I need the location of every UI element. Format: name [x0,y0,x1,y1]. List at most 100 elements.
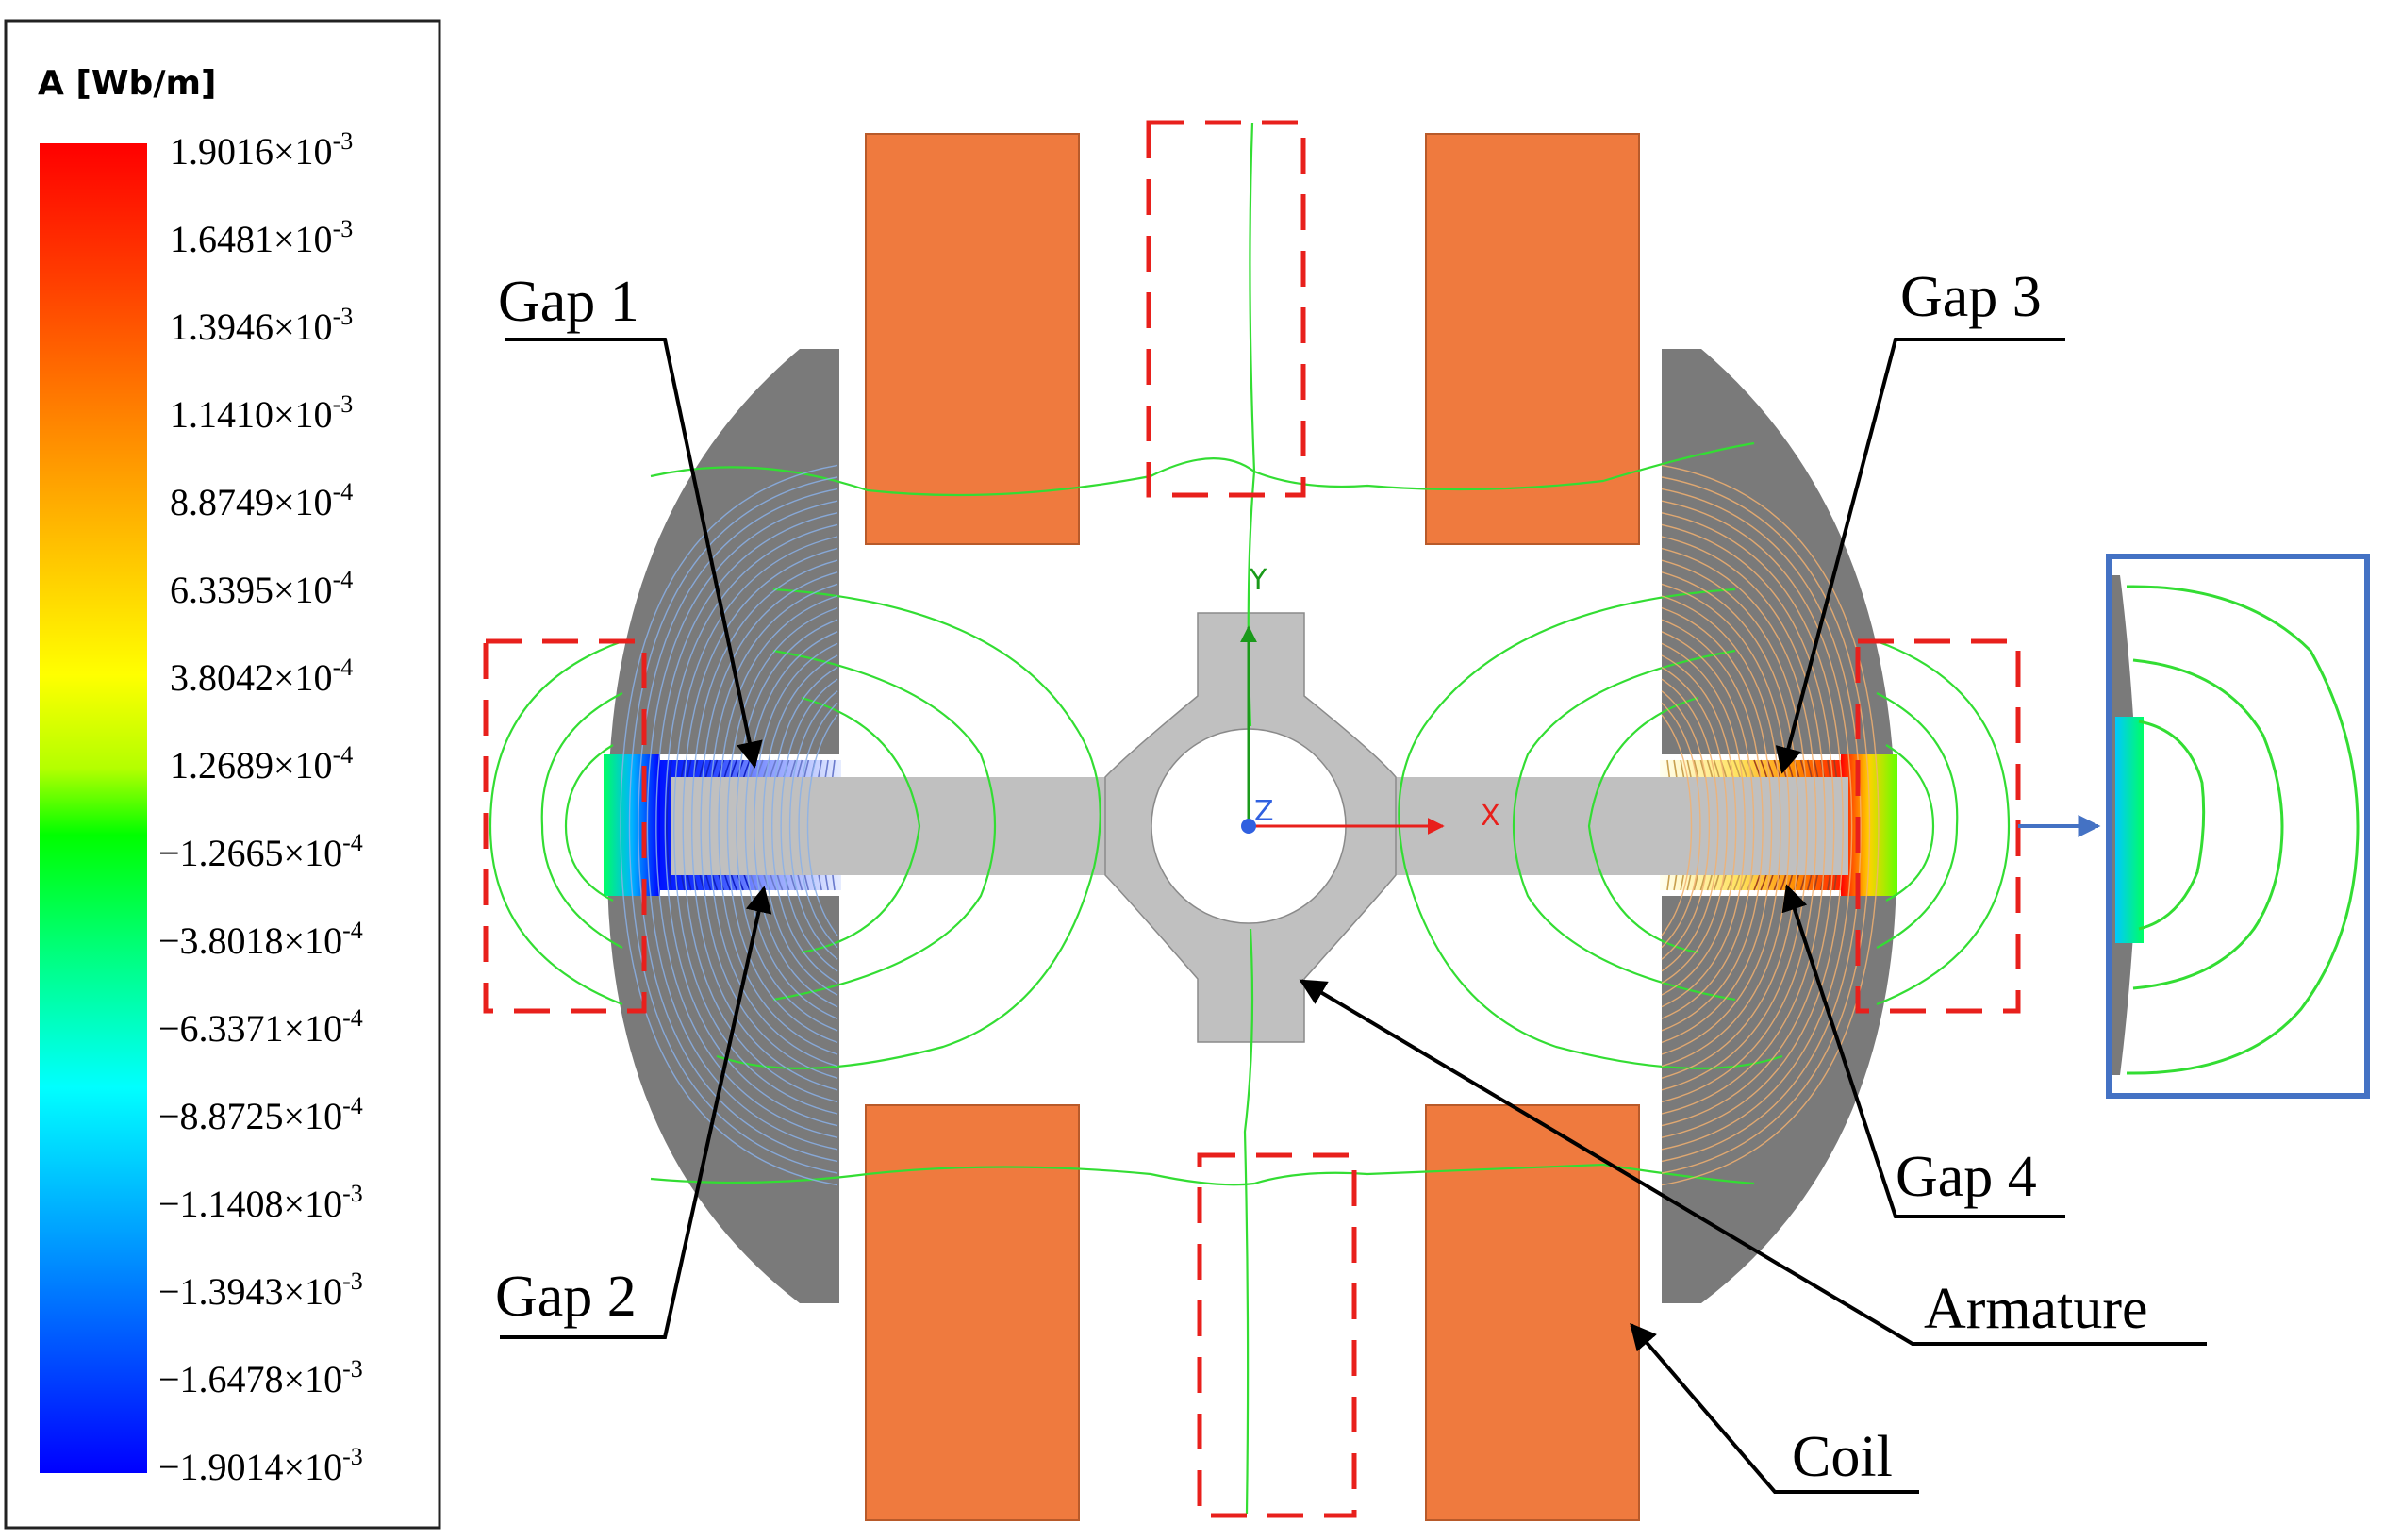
dashed-box-top [1146,120,1306,498]
stator-contour-line [770,666,838,985]
contour-left-lobe-1 [716,588,1101,1069]
contour-left-lobe-2 [772,649,997,1002]
callout-line-gap4 [1781,884,2065,1218]
stator-right-contours [1661,464,1880,1186]
contour-left-lobe-3 [801,696,921,954]
stator-contour-line [1661,488,1862,1163]
legend-tick-label: 1.3946×10-3 [170,303,353,348]
label-coil: Coil [1792,1425,1893,1489]
legend-tick-label: −1.9014×10-3 [158,1443,363,1488]
stator-contour-line [628,476,838,1174]
stator-contour-line [708,583,838,1068]
legend-tick-label: 1.1410×10-3 [170,390,353,436]
armature [671,612,1848,1043]
stator-contour-line [726,606,838,1044]
contour-right-outer-1 [1876,639,2011,1006]
legend-tick-label: −1.1408×10-3 [158,1180,363,1225]
contour-right-outer-3 [1885,744,1935,902]
y-axis-label: Y [1249,564,1267,597]
legend-tick-label: 1.2689×10-4 [170,741,353,787]
stator-contour-line [798,702,838,949]
legend-tick-label: 3.8042×10-4 [170,654,353,699]
stator-contour-line [754,642,838,1008]
z-axis-origin [1241,819,1256,834]
zoom-contour-1 [2126,585,2360,1075]
legend-title: A [Wb/m] [38,64,216,103]
stator-contour-line [1661,547,1817,1103]
legend-tick-label: −8.8725×10-4 [158,1092,363,1137]
zoom-field-strip [2115,717,2144,943]
label-gap2: Gap 2 [495,1265,637,1329]
contour-left-outer-2 [540,692,623,949]
label-gap4: Gap 4 [1896,1145,2037,1209]
stator-contour-line [655,512,838,1138]
stator-contour-line [1661,678,1719,972]
zoom-frame [2106,554,2370,1099]
dashed-box-bottom [1197,1152,1357,1518]
stator-contour-line [1661,702,1701,949]
stator-contour-line [1661,654,1737,996]
coil-bottom-left [865,1104,1080,1521]
x-axis-label: X [1481,800,1500,833]
stator-contour-line [1661,500,1853,1151]
armature-arm-left [671,777,1105,875]
legend: A [Wb/m] 1.9016×10-31.6481×10-31.3946×10… [4,19,441,1530]
stator-left-contours [620,464,838,1186]
stator-contour-line [620,464,838,1186]
contour-left-outer-3 [564,744,614,902]
gap-contour-line [666,759,672,891]
stator-contour-line [1661,666,1729,985]
stator-contour-line [1661,690,1711,960]
stator-contour-line [1661,571,1799,1079]
stator-contour-line [638,488,838,1163]
stator-contour-line [1661,595,1781,1055]
legend-tick-label: −3.8018×10-4 [158,917,363,962]
stator-contour-line [682,547,838,1103]
contour-top-cross [650,441,1755,497]
legend-tick-label: −1.6478×10-3 [158,1355,363,1400]
stator-contour-line [1661,714,1693,936]
stator-contour-line [718,595,838,1055]
stator-contour-line [788,690,838,960]
coil-top-right [1425,133,1640,545]
contour-right-lobe-3 [1587,696,1698,954]
stator-contour-line [673,536,838,1115]
legend-tick-label: −1.3943×10-3 [158,1267,363,1313]
stator-contour-line [736,619,838,1032]
legend-tick-label: 6.3395×10-4 [170,566,353,611]
legend-tick-label: 1.6481×10-3 [170,215,353,260]
contour-bottom-cross [650,1163,1755,1186]
contour-right-outer-2 [1876,692,1959,949]
stator-contour-line [1661,536,1826,1115]
callouts [500,338,2207,1494]
stator-contour-line [1661,512,1844,1138]
stator-contour-line [1661,476,1871,1174]
stator-contour-line [1661,559,1809,1091]
label-gap1: Gap 1 [498,270,639,334]
legend-tick-labels: 1.9016×10-31.6481×10-31.3946×10-31.1410×… [158,127,363,1488]
stator-contour-line [1661,606,1773,1044]
field-contours [489,122,2011,1515]
label-armature: Armature [1924,1277,2148,1341]
stator-contour-line [1661,583,1791,1068]
z-axis-label: Z [1254,795,1274,828]
callout-line-gap3 [1775,338,2065,774]
legend-tick-label: −6.3371×10-4 [158,1004,363,1050]
field-diagram: X Y Z [483,120,2370,1521]
stator-contour-line [1661,464,1880,1186]
callout-line-gap1 [505,338,763,769]
legend-colorbar [40,143,147,1473]
zoom-inset [2018,554,2370,1099]
contour-right-lobe-2 [1512,649,1736,1002]
armature-arm-right [1396,777,1848,875]
coil-bottom-right [1425,1104,1640,1521]
stator-contour-line [780,678,838,972]
stator-contour-line [1661,619,1764,1032]
callout-line-coil [1630,1322,1919,1494]
stator-contour-line [762,654,838,996]
stator-contour-line [1661,631,1755,1019]
stator-contour-line [690,559,838,1091]
gap-edge-left [604,754,660,896]
contour-right-lobe-1 [1398,588,1783,1069]
callout-line-armature [1299,979,2207,1346]
